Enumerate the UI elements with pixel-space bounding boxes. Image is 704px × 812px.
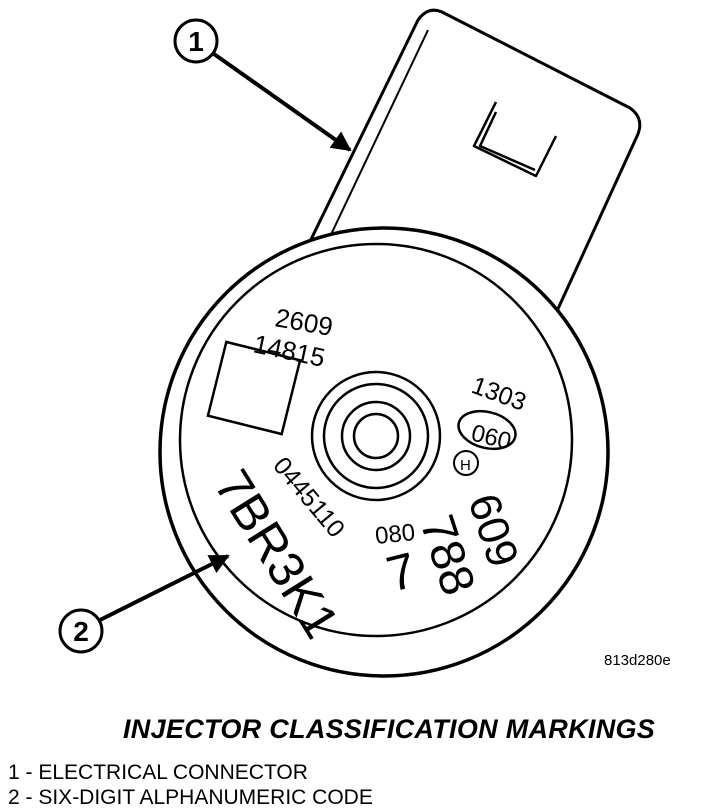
oval-badge: [457, 409, 517, 451]
center-bore: [310, 370, 442, 502]
marking-small: 080: [374, 519, 417, 550]
connector-socket: [472, 101, 558, 178]
legend: 1 - ELECTRICAL CONNECTOR 2 - SIX-DIGIT A…: [8, 760, 373, 810]
callout-2: 2: [58, 554, 230, 654]
figure-id: 813d280e: [604, 652, 671, 669]
bosch-logo-icon: [453, 450, 479, 476]
data-matrix-square: [206, 340, 302, 436]
injector-body: [158, 226, 610, 678]
bosch-logo-letter: H: [460, 457, 471, 474]
diagram-title: INJECTOR CLASSIFICATION MARKINGS: [123, 714, 656, 744]
callout-2-number: 2: [73, 616, 89, 647]
legend-item-2: 2 - SIX-DIGIT ALPHANUMERIC CODE: [8, 786, 373, 809]
callout-1: 1: [173, 18, 352, 152]
callout-1-number: 1: [188, 26, 204, 57]
legend-item-1: 1 - ELECTRICAL CONNECTOR: [8, 761, 308, 784]
